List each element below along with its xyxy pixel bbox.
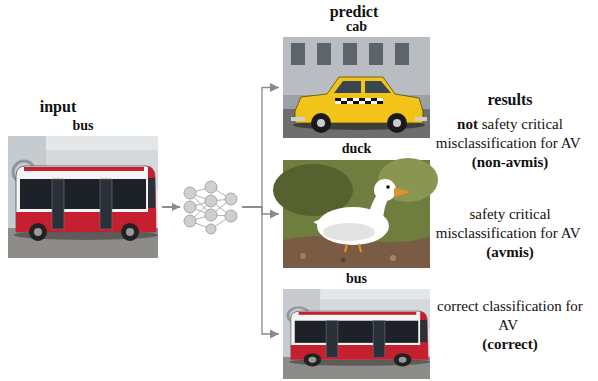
neural-network-icon-part [172, 203, 180, 211]
label-group: safety critical misclassification for AV… [425, 205, 595, 262]
cab-photo-part [341, 101, 347, 104]
class-label: duck [279, 141, 434, 157]
label-group: predict [301, 2, 411, 22]
cab-photo-part [335, 98, 341, 101]
neural-network-icon-part-part [225, 210, 237, 222]
cab-photo-part [371, 98, 377, 101]
cab-photo-part [334, 81, 361, 93]
duck-photo-part [394, 188, 411, 197]
label-group: correct classification for AV (correct) [425, 297, 595, 354]
image-node: cab [279, 19, 434, 138]
label-group: input [5, 97, 115, 117]
duck-photo-part [323, 223, 375, 241]
image-node: bus [279, 271, 434, 379]
neural-network-icon-part-part [225, 193, 237, 205]
predicted-bus-photo [283, 289, 430, 379]
neural-network-icon-part-part [205, 181, 217, 193]
heading: predict [330, 3, 379, 20]
duck-photo-part [341, 258, 346, 263]
duck-photo-part [386, 185, 390, 189]
neural-network-icon [172, 180, 242, 234]
duck-photo-part [374, 179, 396, 201]
cab-photo-part [393, 119, 401, 127]
cab-photo-part [369, 43, 383, 65]
heading: input [40, 98, 76, 115]
neural-network-icon-part [180, 180, 242, 234]
cab-photo-part [377, 101, 383, 104]
neural-network-icon-part-part [206, 224, 216, 234]
result-text: (avmis) [425, 243, 595, 262]
cab-photo-part [353, 101, 359, 104]
duck-photo-part [390, 255, 396, 261]
class-label: cab [279, 19, 434, 35]
neural-network-icon-part-part [205, 209, 217, 221]
result-text: correct classification for AV [437, 298, 583, 333]
cab-photo-part [291, 117, 305, 121]
cab-photo-part [395, 43, 409, 65]
result-text: (non-avmis) [425, 153, 595, 172]
cab-photo-part [343, 43, 357, 65]
cab-photo-part [387, 113, 407, 133]
class-label: bus [4, 118, 162, 134]
result-text: (correct) [425, 335, 595, 354]
cab-photo-part [415, 117, 427, 121]
cab-photo-part [335, 98, 383, 104]
cab-photo-part [365, 81, 391, 93]
cab-photo-part [311, 113, 331, 133]
result-text: not [457, 116, 478, 132]
label-group: notsafety critical misclassification for… [425, 115, 595, 172]
neural-network-icon-part-part [184, 201, 196, 213]
duck-photo-part [300, 253, 306, 259]
image-node: bus [4, 118, 162, 258]
neural-network-icon-part [184, 181, 237, 234]
class-label: bus [279, 271, 434, 287]
duck-photo [273, 158, 438, 268]
cab-photo-part [347, 98, 353, 101]
cab-photo-part [365, 101, 371, 104]
cab-photo-part [359, 98, 365, 101]
label-group: results [457, 90, 567, 110]
input-bus-photo [8, 136, 158, 258]
neural-network-icon-part-part [184, 187, 196, 199]
heading: results [487, 91, 532, 108]
result-text: safety critical misclassification for AV [436, 206, 581, 241]
duck-photo-part [345, 244, 347, 252]
neural-network-icon-part-part [184, 215, 196, 227]
cab-photo-part [317, 119, 325, 127]
neural-network-icon-part-part [205, 195, 217, 207]
cab-photo-part [291, 43, 305, 65]
duck-photo-part [359, 244, 361, 252]
cab-photo-part [283, 37, 430, 138]
cab-photo-part [317, 43, 331, 65]
image-node: duck [279, 141, 434, 268]
cab-photo [283, 37, 430, 138]
cab-photo-part [283, 37, 430, 95]
